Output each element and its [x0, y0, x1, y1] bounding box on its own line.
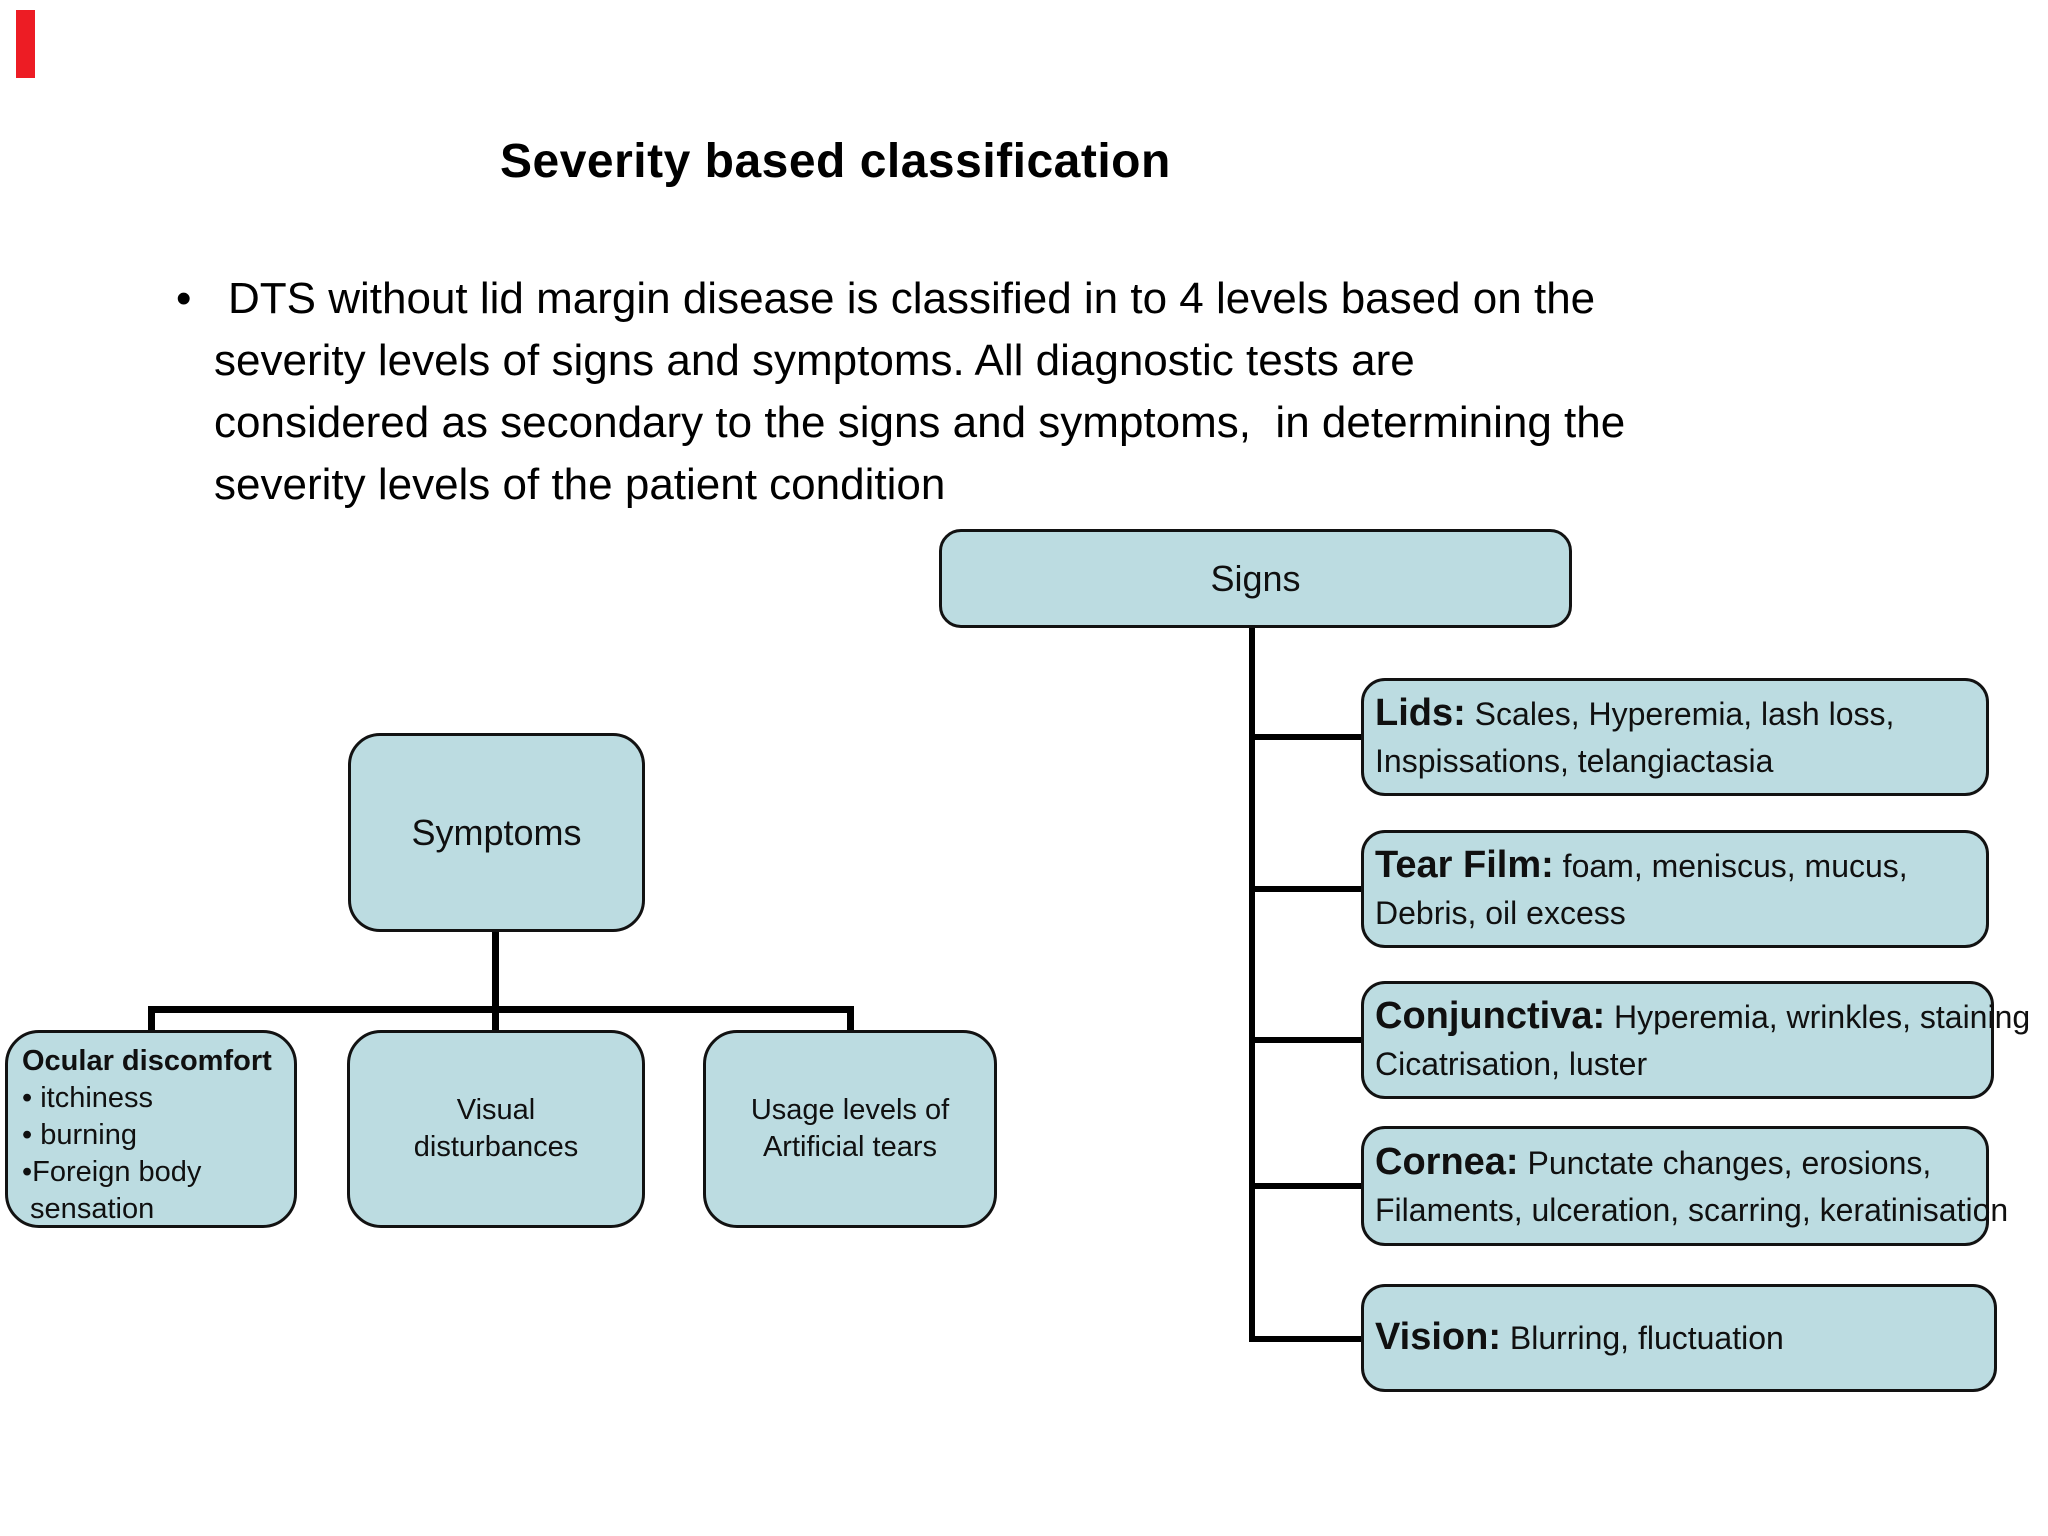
- slide-title: Severity based classification: [500, 135, 1171, 188]
- sign-box-tear-film: Tear Film: foam, meniscus, mucus, Debris…: [1361, 830, 1989, 948]
- sign-box-text-line: Lids: Scales, Hyperemia, lash loss,: [1375, 691, 1895, 734]
- usage-artificial-tears-box: Usage levels of Artificial tears: [703, 1030, 997, 1228]
- intro-lines: DTS without lid margin disease is classi…: [214, 268, 1974, 516]
- bullet-marker: •: [176, 274, 192, 323]
- connector-stub-center: [492, 1006, 499, 1034]
- sign-box-text-line: Tear Film: foam, meniscus, mucus,: [1375, 843, 1908, 886]
- connector-stub-right: [847, 1006, 854, 1034]
- sign-box-text-line: Cornea: Punctate changes, erosions,: [1375, 1140, 1932, 1183]
- ocular-item: •Foreign body: [22, 1156, 202, 1188]
- sign-box-label: Lids:: [1375, 691, 1466, 734]
- connector-branch-tearfilm: [1249, 886, 1365, 892]
- sign-box-text-line: Conjunctiva: Hyperemia, wrinkles, staini…: [1375, 994, 2031, 1037]
- sign-box-label: Vision:: [1375, 1316, 1501, 1358]
- connector-symptoms-horizontal: [148, 1006, 854, 1013]
- ocular-item: • burning: [22, 1119, 137, 1151]
- connector-signs-trunk: [1249, 626, 1255, 1342]
- sign-box-text-line: Cicatrisation, luster: [1375, 1045, 1648, 1082]
- sign-box-text-line: Inspissations, telangiactasia: [1375, 742, 1774, 779]
- visual-disturbances-box: Visual disturbances: [347, 1030, 645, 1228]
- red-accent-bar: [16, 10, 35, 78]
- connector-stub-left: [148, 1006, 155, 1034]
- sign-box-text-line: Debris, oil excess: [1375, 894, 1626, 931]
- intro-line: severity levels of signs and symptoms. A…: [214, 336, 1415, 385]
- sign-box-label: Conjunctiva:: [1375, 994, 1606, 1037]
- sign-box-label: Cornea:: [1375, 1140, 1519, 1183]
- ocular-item: sensation: [22, 1193, 155, 1225]
- sign-box-conjunctiva: Conjunctiva: Hyperemia, wrinkles, staini…: [1361, 981, 2030, 1099]
- connector-symptoms-trunk: [492, 930, 499, 1012]
- ocular-discomfort-box: Ocular discomfort • itchiness • burning …: [5, 1030, 297, 1228]
- connector-branch-conjunctiva: [1249, 1037, 1365, 1043]
- connector-branch-vision: [1249, 1336, 1365, 1342]
- symptoms-root-label: Symptoms: [411, 811, 582, 853]
- sign-box-text-line: Filaments, ulceration, scarring, keratin…: [1375, 1191, 2009, 1228]
- intro-line: DTS without lid margin disease is classi…: [228, 274, 1596, 323]
- usage-box-line: Artificial tears: [762, 1131, 938, 1163]
- ocular-heading: Ocular discomfort: [22, 1045, 272, 1077]
- signs-root-label: Signs: [1210, 557, 1301, 599]
- visual-box-line: disturbances: [413, 1131, 579, 1163]
- symptoms-root-box: Symptoms: [348, 733, 645, 932]
- connector-branch-lids: [1249, 734, 1365, 740]
- sign-box-label: Tear Film:: [1375, 843, 1554, 886]
- usage-box-line: Usage levels of: [750, 1094, 950, 1126]
- sign-box-vision: Vision: Blurring, fluctuation: [1361, 1284, 1997, 1392]
- signs-root-box: Signs: [939, 529, 1572, 628]
- visual-box-line: Visual: [456, 1094, 536, 1126]
- sign-box-text-line: Vision: Blurring, fluctuation: [1375, 1316, 1784, 1358]
- sign-box-cornea: Cornea: Punctate changes, erosions, Fila…: [1361, 1126, 2008, 1246]
- ocular-item: • itchiness: [22, 1082, 154, 1114]
- intro-line: severity levels of the patient condition: [214, 460, 946, 509]
- sign-box-lids: Lids: Scales, Hyperemia, lash loss, Insp…: [1361, 678, 1989, 796]
- intro-line: considered as secondary to the signs and…: [214, 398, 1626, 447]
- connector-branch-cornea: [1249, 1183, 1365, 1189]
